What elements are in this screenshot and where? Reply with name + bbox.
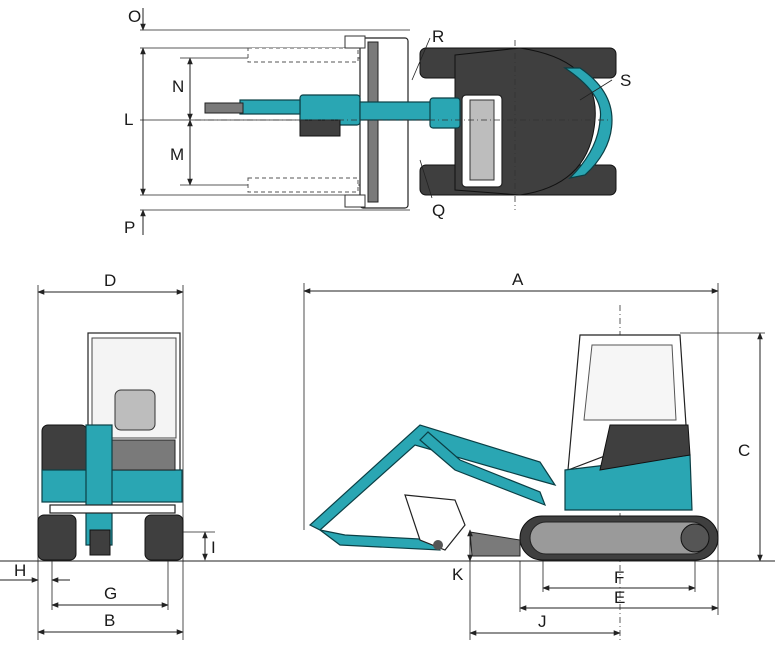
label-S: S — [620, 71, 631, 90]
front-view: D I H G B — [0, 271, 775, 640]
label-E: E — [614, 588, 625, 607]
label-H: H — [14, 561, 26, 580]
top-view: O L P N M R S Q — [124, 7, 631, 237]
label-J: J — [538, 612, 547, 631]
label-Q: Q — [432, 201, 445, 220]
label-F: F — [614, 568, 624, 587]
label-I: I — [211, 538, 216, 557]
label-K: K — [452, 565, 464, 584]
label-O: O — [128, 7, 141, 26]
side-view: A C K F — [303, 270, 765, 640]
label-N: N — [172, 77, 184, 96]
label-D: D — [104, 271, 116, 290]
label-B: B — [104, 611, 115, 630]
label-P: P — [124, 218, 135, 237]
label-G: G — [104, 584, 117, 603]
label-L: L — [124, 110, 133, 129]
label-M: M — [170, 145, 184, 164]
label-R: R — [432, 27, 444, 46]
label-C: C — [738, 441, 750, 460]
label-A: A — [512, 270, 524, 289]
